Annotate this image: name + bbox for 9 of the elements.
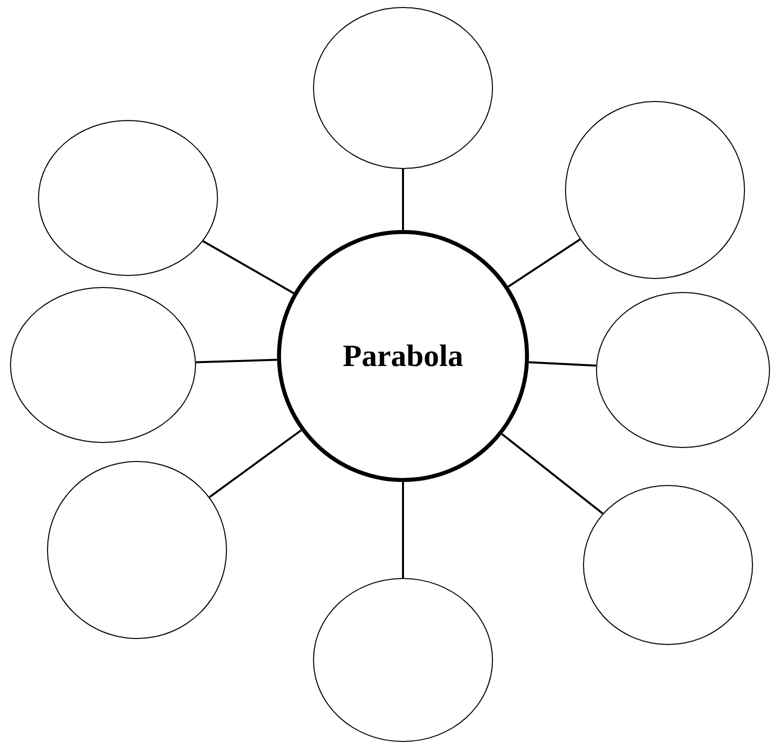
connector-line <box>528 361 596 367</box>
connector-line <box>508 238 581 288</box>
connector-line <box>402 482 404 578</box>
topic-label: Parabola <box>342 336 464 375</box>
connector-line <box>196 358 278 364</box>
connector-line <box>202 240 294 294</box>
connector-line <box>402 169 404 230</box>
connector-line <box>501 433 604 514</box>
connector-line <box>208 429 302 498</box>
